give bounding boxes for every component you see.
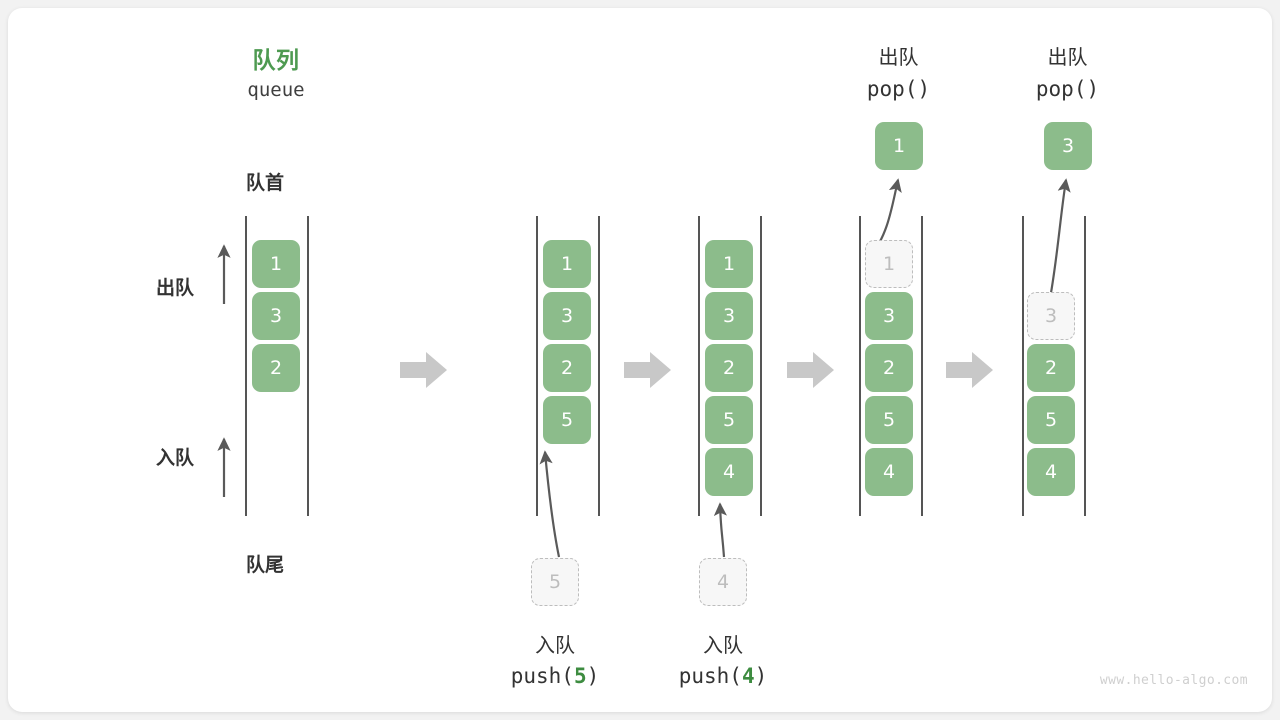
- stage4-node-1: 3: [865, 292, 913, 340]
- flow-arrow-1: [400, 352, 447, 388]
- label-enqueue-direction: 入队: [156, 447, 195, 469]
- stage4-node-2: 2: [865, 344, 913, 392]
- stage5-caption-cn: 出队: [1047, 45, 1088, 69]
- stage2-rail-left: [536, 216, 538, 516]
- stage5-ghost-node: 3: [1027, 292, 1075, 340]
- stage3-incoming-node: 4: [699, 558, 747, 606]
- stage3-node-3: 5: [705, 396, 753, 444]
- flow-arrow-3: [787, 352, 834, 388]
- stage3-rail-left: [698, 216, 700, 516]
- stage2-node-3: 5: [543, 396, 591, 444]
- pop-3-arrow: [1047, 178, 1071, 305]
- stage1-node-2: 2: [252, 344, 300, 392]
- stage2-code-value: 5: [573, 664, 587, 688]
- stage2-rail-right: [598, 216, 600, 516]
- label-dequeue-direction: 出队: [156, 277, 195, 299]
- stage4-ghost-node: 1: [865, 240, 913, 288]
- stage4-rail-right: [921, 216, 923, 516]
- stage3-node-4: 4: [705, 448, 753, 496]
- stage2-code-suffix: ): [586, 664, 600, 688]
- stage3-node-2: 2: [705, 344, 753, 392]
- diagram-card: 队列 queue 队首 队尾 出队 入队 1 3 2 1 3 2 5 5 入队 …: [8, 8, 1272, 712]
- stage1-node-0: 1: [252, 240, 300, 288]
- stage4-rail-left: [859, 216, 861, 516]
- stage3-caption-code: push(4): [659, 664, 787, 688]
- stage4-caption-code: pop(): [866, 77, 931, 101]
- flow-arrow-2: [624, 352, 671, 388]
- stage5-rail-right: [1084, 216, 1086, 516]
- flow-arrow-4: [946, 352, 993, 388]
- push-5-arrow: [539, 450, 561, 558]
- stage5-popped-node: 3: [1044, 122, 1092, 170]
- stage2-caption-code: push(5): [491, 664, 619, 688]
- diagram-title-cn: 队列: [252, 48, 300, 74]
- watermark: www.hello-algo.com: [1099, 673, 1248, 688]
- stage3-code-prefix: push(: [678, 664, 742, 688]
- stage3-rail-right: [760, 216, 762, 516]
- stage1-rail-left: [245, 216, 247, 516]
- stage3-code-suffix: ): [754, 664, 768, 688]
- stage2-node-0: 1: [543, 240, 591, 288]
- stage3-node-1: 3: [705, 292, 753, 340]
- stage2-incoming-node: 5: [531, 558, 579, 606]
- stage5-rail-left: [1022, 216, 1024, 516]
- stage2-node-2: 2: [543, 344, 591, 392]
- label-queue-rear: 队尾: [246, 554, 285, 576]
- stage3-caption-cn: 入队: [703, 633, 743, 657]
- stage5-node-1: 2: [1027, 344, 1075, 392]
- push-4-arrow: [713, 502, 728, 558]
- diagram-title-en: queue: [247, 79, 305, 101]
- stage1-node-1: 3: [252, 292, 300, 340]
- stage5-caption-code: pop(): [1035, 77, 1100, 101]
- stage4-caption-cn: 出队: [878, 45, 919, 69]
- stage4-node-4: 4: [865, 448, 913, 496]
- stage4-popped-node: 1: [875, 122, 923, 170]
- stage3-node-0: 1: [705, 240, 753, 288]
- stage2-code-prefix: push(: [510, 664, 574, 688]
- stage1-rail-right: [307, 216, 309, 516]
- stage2-caption-cn: 入队: [535, 633, 575, 657]
- stage2-node-1: 3: [543, 292, 591, 340]
- stage5-node-2: 5: [1027, 396, 1075, 444]
- stage3-code-value: 4: [741, 664, 755, 688]
- label-queue-front: 队首: [246, 172, 285, 194]
- stage4-node-3: 5: [865, 396, 913, 444]
- stage5-node-3: 4: [1027, 448, 1075, 496]
